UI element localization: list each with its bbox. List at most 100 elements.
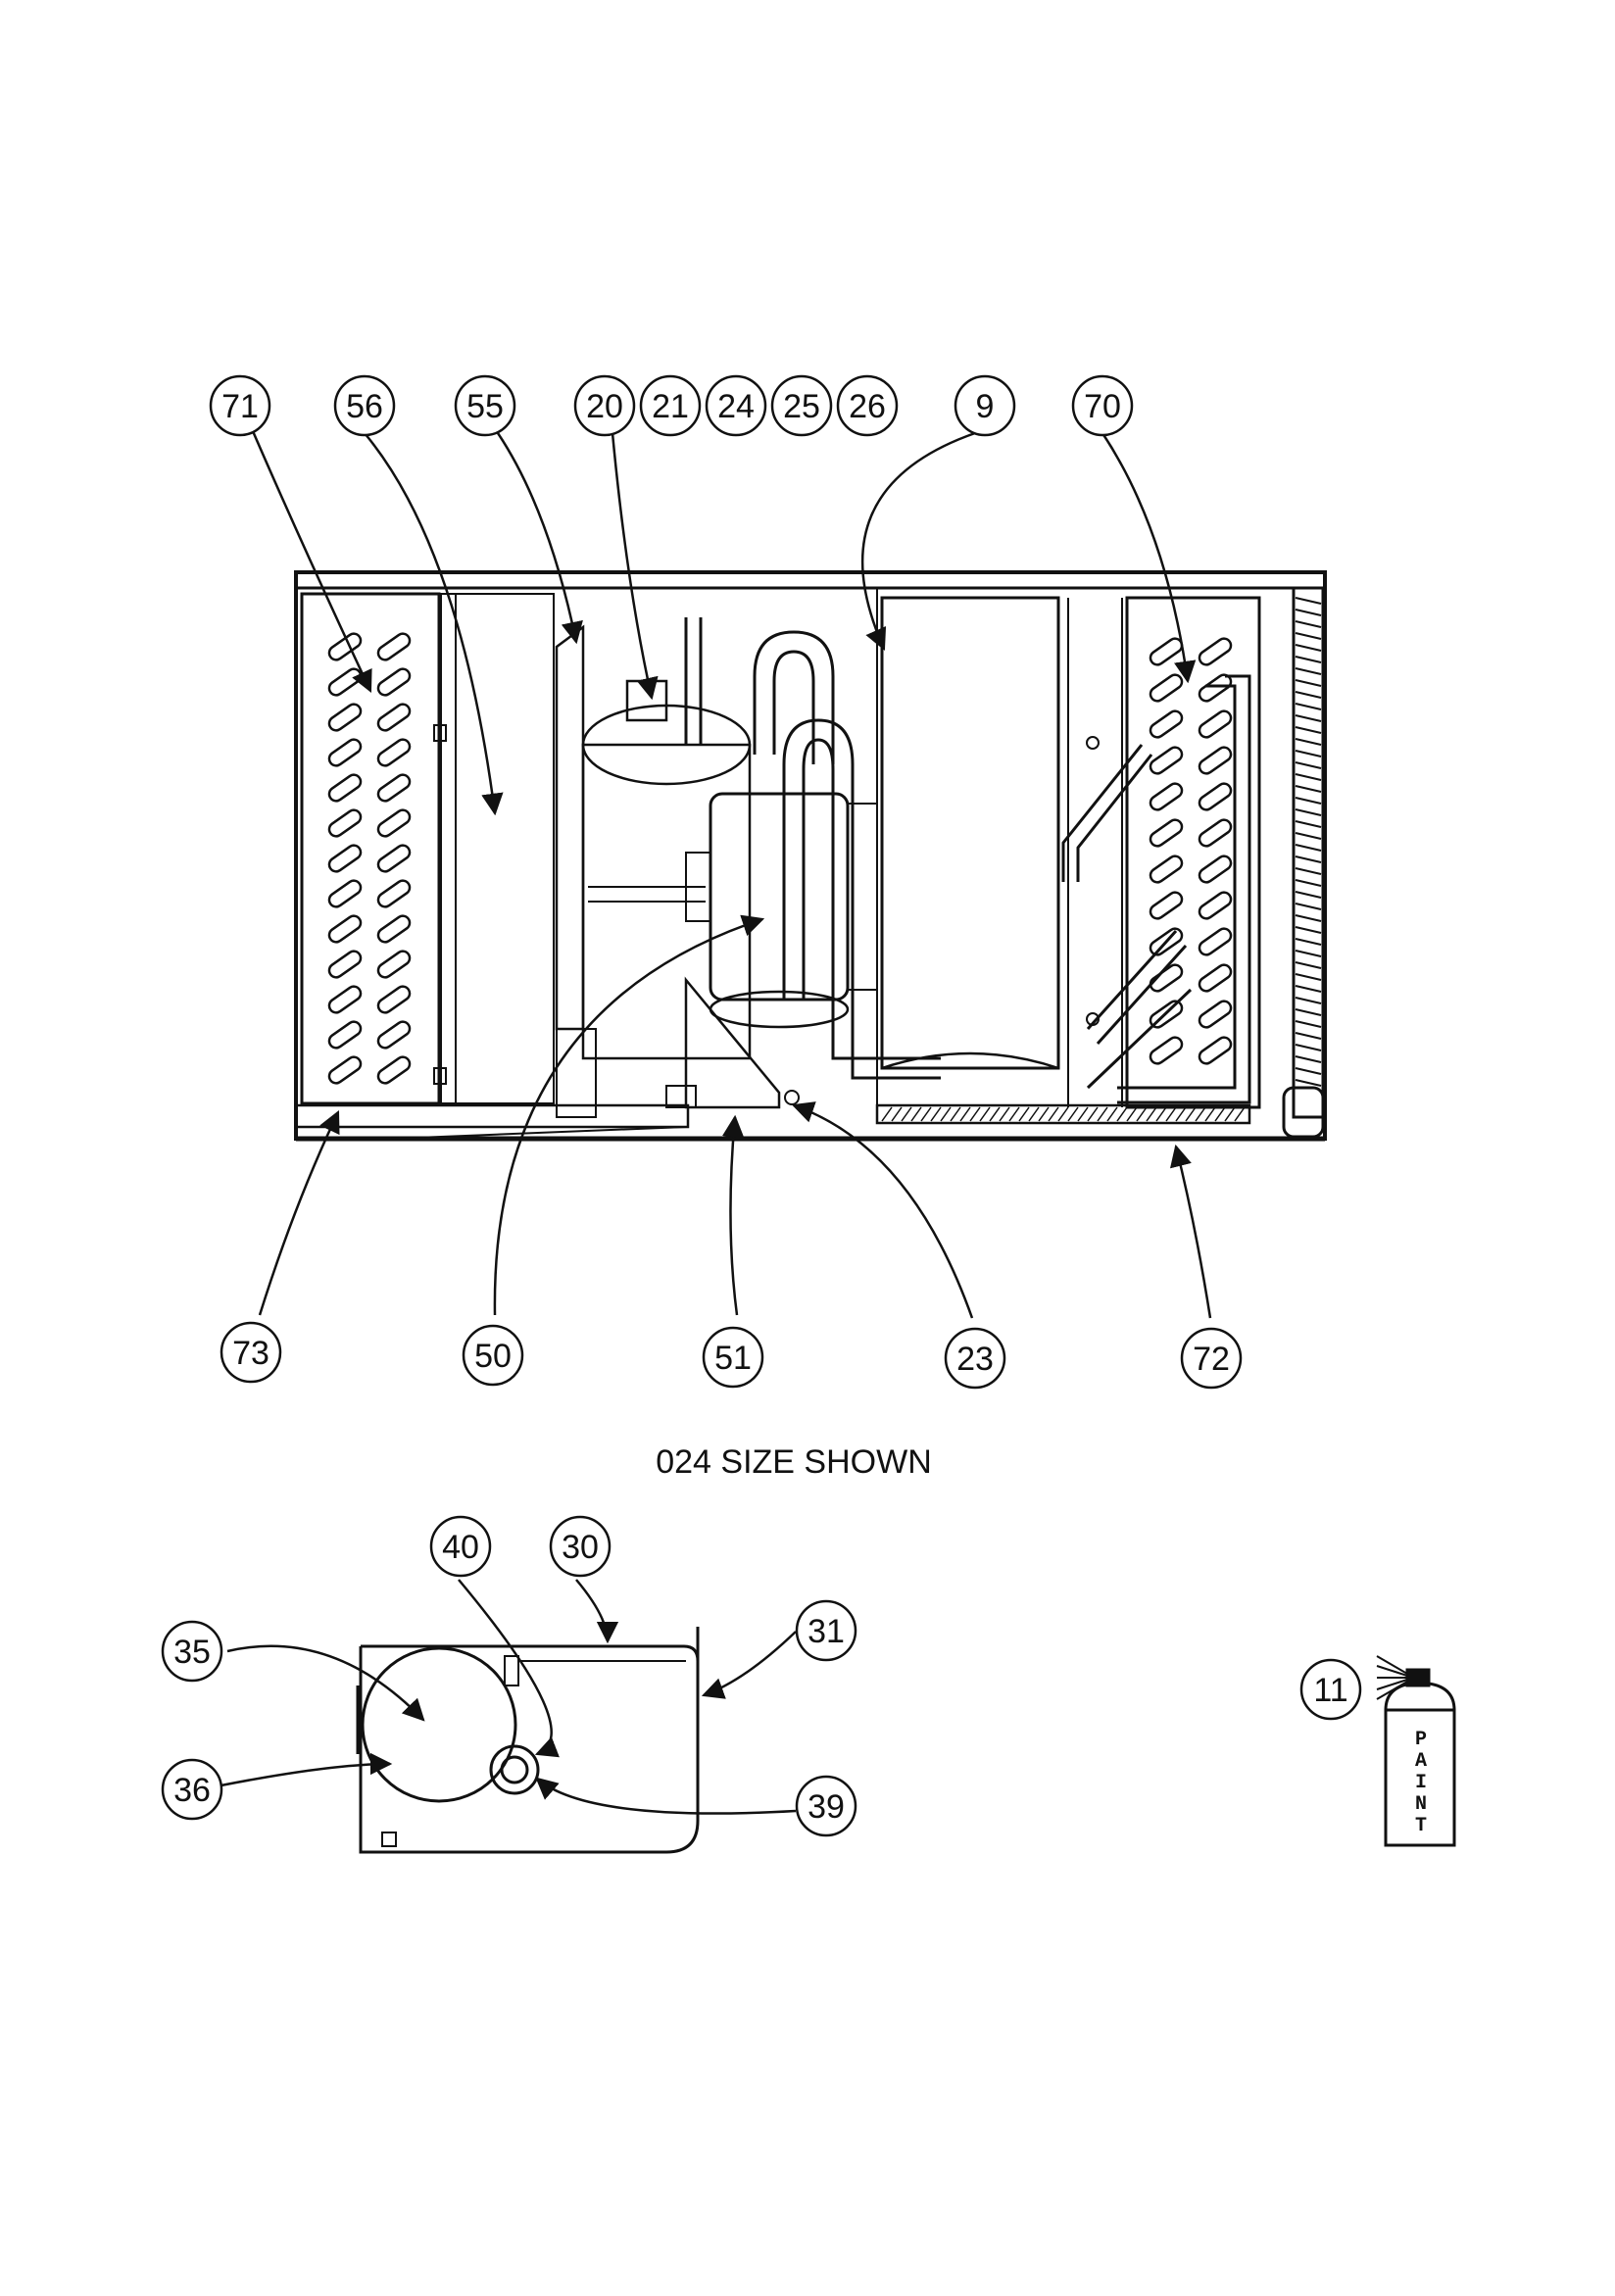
hatch-line xyxy=(1224,1106,1236,1122)
hatch-line xyxy=(999,1106,1010,1122)
fin-line xyxy=(1295,597,1322,605)
main-unit-drawing xyxy=(294,570,1327,1142)
callout-71[interactable]: 71 xyxy=(209,374,271,437)
relay-ring-outer xyxy=(489,1744,540,1795)
fin-line xyxy=(1295,938,1322,946)
callout-73[interactable]: 73 xyxy=(220,1321,282,1384)
grille-slot xyxy=(1198,891,1233,920)
grille-slot xyxy=(327,808,363,838)
grille-slot xyxy=(327,703,363,732)
grille-slot xyxy=(376,1055,412,1085)
callout-21[interactable]: 21 xyxy=(639,374,702,437)
grille-slot xyxy=(1149,891,1184,920)
svg-text:73: 73 xyxy=(232,1335,269,1372)
callout-11[interactable]: 11 xyxy=(1299,1658,1362,1721)
hatch-line xyxy=(1018,1106,1030,1122)
capacitor-circle xyxy=(361,1646,517,1803)
grille-slot xyxy=(1149,855,1184,884)
callout-40[interactable]: 40 xyxy=(429,1515,492,1578)
fin-line xyxy=(1295,808,1322,816)
callout-9[interactable]: 9 xyxy=(954,374,1016,437)
callout-23[interactable]: 23 xyxy=(944,1327,1006,1390)
callout-70[interactable]: 70 xyxy=(1071,374,1134,437)
fin-line xyxy=(1295,1067,1322,1075)
fin-line xyxy=(1295,914,1322,922)
hatch-line xyxy=(1185,1106,1197,1122)
fin-line xyxy=(1295,703,1322,710)
callout-50[interactable]: 50 xyxy=(462,1324,524,1387)
grille-slot xyxy=(1198,746,1233,775)
hatch-line xyxy=(920,1106,932,1122)
grille-slot xyxy=(376,703,412,732)
hatch-line xyxy=(989,1106,1001,1122)
fin-line xyxy=(1295,679,1322,687)
callout-20[interactable]: 20 xyxy=(573,374,636,437)
hatch-line xyxy=(1155,1106,1167,1122)
callout-72[interactable]: 72 xyxy=(1180,1327,1243,1390)
grille-slot xyxy=(1149,963,1184,993)
mounting-bracket xyxy=(684,976,781,1109)
grille-slot xyxy=(1149,782,1184,811)
svg-text:11: 11 xyxy=(1313,1672,1347,1709)
grille-slot xyxy=(327,1020,363,1050)
grille-slot xyxy=(376,844,412,873)
hatch-line xyxy=(1146,1106,1157,1122)
fin-line xyxy=(1295,844,1322,852)
hatch-line xyxy=(1214,1106,1226,1122)
svg-text:50: 50 xyxy=(474,1338,512,1375)
callout-35[interactable]: 35 xyxy=(161,1620,223,1683)
grille-slot xyxy=(327,914,363,944)
grille-slot xyxy=(1149,746,1184,775)
right-tubing xyxy=(1061,598,1193,1107)
grille-slot xyxy=(376,985,412,1014)
grille-slot xyxy=(1149,818,1184,848)
fin-line xyxy=(1295,785,1322,793)
fin-line xyxy=(1295,609,1322,616)
leader-lines-main xyxy=(251,430,1212,1319)
hatch-line xyxy=(1038,1106,1050,1122)
callout-24[interactable]: 24 xyxy=(705,374,767,437)
fin-line xyxy=(1295,714,1322,722)
callout-56[interactable]: 56 xyxy=(333,374,396,437)
compressor xyxy=(581,679,752,1060)
callout-25[interactable]: 25 xyxy=(770,374,833,437)
grille-slot xyxy=(327,950,363,979)
svg-text:55: 55 xyxy=(466,388,504,425)
grille-slot xyxy=(1198,927,1233,956)
callout-51[interactable]: 51 xyxy=(702,1326,764,1389)
hatch-line xyxy=(969,1106,981,1122)
hatch-line xyxy=(891,1106,903,1122)
fin-line xyxy=(1295,1079,1322,1087)
hatch-line xyxy=(1195,1106,1206,1122)
hatch-line xyxy=(1234,1106,1246,1122)
hatch-line xyxy=(1126,1106,1138,1122)
hatch-line xyxy=(1175,1106,1187,1122)
callout-39[interactable]: 39 xyxy=(795,1775,857,1837)
fin-line xyxy=(1295,1032,1322,1040)
grille-slot xyxy=(376,632,412,661)
grille-slot xyxy=(327,773,363,803)
grille-slot xyxy=(1149,1036,1184,1065)
hatch-line xyxy=(1048,1106,1059,1122)
baffle-panel xyxy=(455,593,555,1104)
grille-slot xyxy=(327,985,363,1014)
fin-line xyxy=(1295,867,1322,875)
fin-line xyxy=(1295,926,1322,934)
svg-text:25: 25 xyxy=(783,388,820,425)
grille-slot xyxy=(1198,637,1233,666)
callout-55[interactable]: 55 xyxy=(454,374,516,437)
hatch-line xyxy=(901,1106,912,1122)
fin-line xyxy=(1295,773,1322,781)
callout-36[interactable]: 36 xyxy=(161,1758,223,1821)
grille-slot xyxy=(376,1020,412,1050)
shroud xyxy=(555,624,597,1118)
callout-30[interactable]: 30 xyxy=(549,1515,612,1578)
callout-31[interactable]: 31 xyxy=(795,1599,857,1662)
callout-26[interactable]: 26 xyxy=(836,374,899,437)
fin-line xyxy=(1295,750,1322,757)
callout-bubbles: 71 56 55 20 21 24 25 26 9 70 73 50 51 23… xyxy=(161,374,1362,1837)
grille-slot xyxy=(376,914,412,944)
grille-slot xyxy=(1149,673,1184,703)
